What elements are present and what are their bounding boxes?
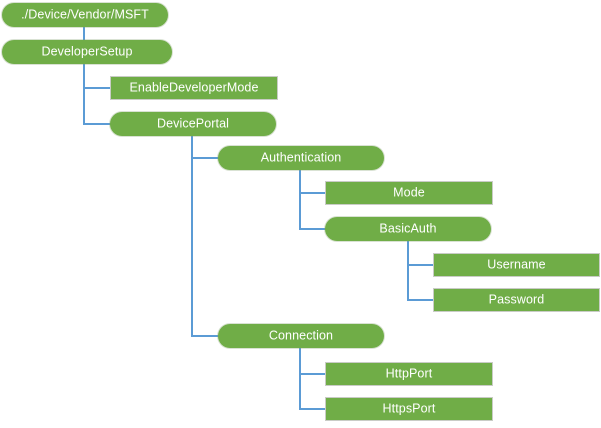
connector-authentication-to-basicauth bbox=[299, 169, 326, 230]
tree-node-username[interactable]: Username bbox=[433, 253, 600, 277]
connector-connection-to-httpport bbox=[299, 347, 326, 375]
tree-node-mode[interactable]: Mode bbox=[325, 181, 493, 205]
tree-node-label: Username bbox=[487, 257, 546, 272]
tree-node-basicauth[interactable]: BasicAuth bbox=[325, 217, 491, 241]
connector-developersetup-to-enabledevelopermode bbox=[83, 63, 111, 89]
tree-node-label: Mode bbox=[393, 185, 425, 200]
tree-node-httpport[interactable]: HttpPort bbox=[325, 362, 493, 386]
tree-node-enabledevelopermode[interactable]: EnableDeveloperMode bbox=[110, 76, 278, 100]
tree-node-label: DeveloperSetup bbox=[41, 44, 133, 59]
tree-node-password[interactable]: Password bbox=[433, 288, 600, 312]
connector-authentication-to-mode bbox=[299, 169, 326, 194]
connector-deviceportal-to-authentication bbox=[191, 135, 219, 159]
connector-developersetup-to-deviceportal bbox=[83, 63, 111, 125]
tree-node-httpsport[interactable]: HttpsPort bbox=[325, 397, 493, 421]
tree-node-label: EnableDeveloperMode bbox=[129, 80, 259, 95]
connector-connection-to-httpsport bbox=[299, 347, 326, 410]
tree-node-label: ./Device/Vendor/MSFT bbox=[21, 7, 149, 22]
tree-node-label: BasicAuth bbox=[379, 221, 437, 236]
tree-node-label: Authentication bbox=[260, 150, 342, 165]
connector-basicauth-to-username bbox=[407, 240, 434, 266]
tree-node-deviceportal[interactable]: DevicePortal bbox=[110, 112, 276, 136]
tree-node-root[interactable]: ./Device/Vendor/MSFT bbox=[2, 3, 168, 27]
tree-node-authentication[interactable]: Authentication bbox=[218, 146, 384, 170]
tree-node-label: HttpsPort bbox=[382, 401, 436, 416]
tree-node-label: Connection bbox=[268, 328, 334, 343]
connector-basicauth-to-password bbox=[407, 240, 434, 301]
tree-node-label: DevicePortal bbox=[156, 116, 230, 131]
tree-node-connection[interactable]: Connection bbox=[218, 324, 384, 348]
tree-node-developersetup[interactable]: DeveloperSetup bbox=[2, 40, 172, 64]
tree-node-label: Password bbox=[488, 292, 545, 307]
connector-deviceportal-to-connection bbox=[191, 135, 219, 337]
tree-node-label: HttpPort bbox=[385, 366, 433, 381]
